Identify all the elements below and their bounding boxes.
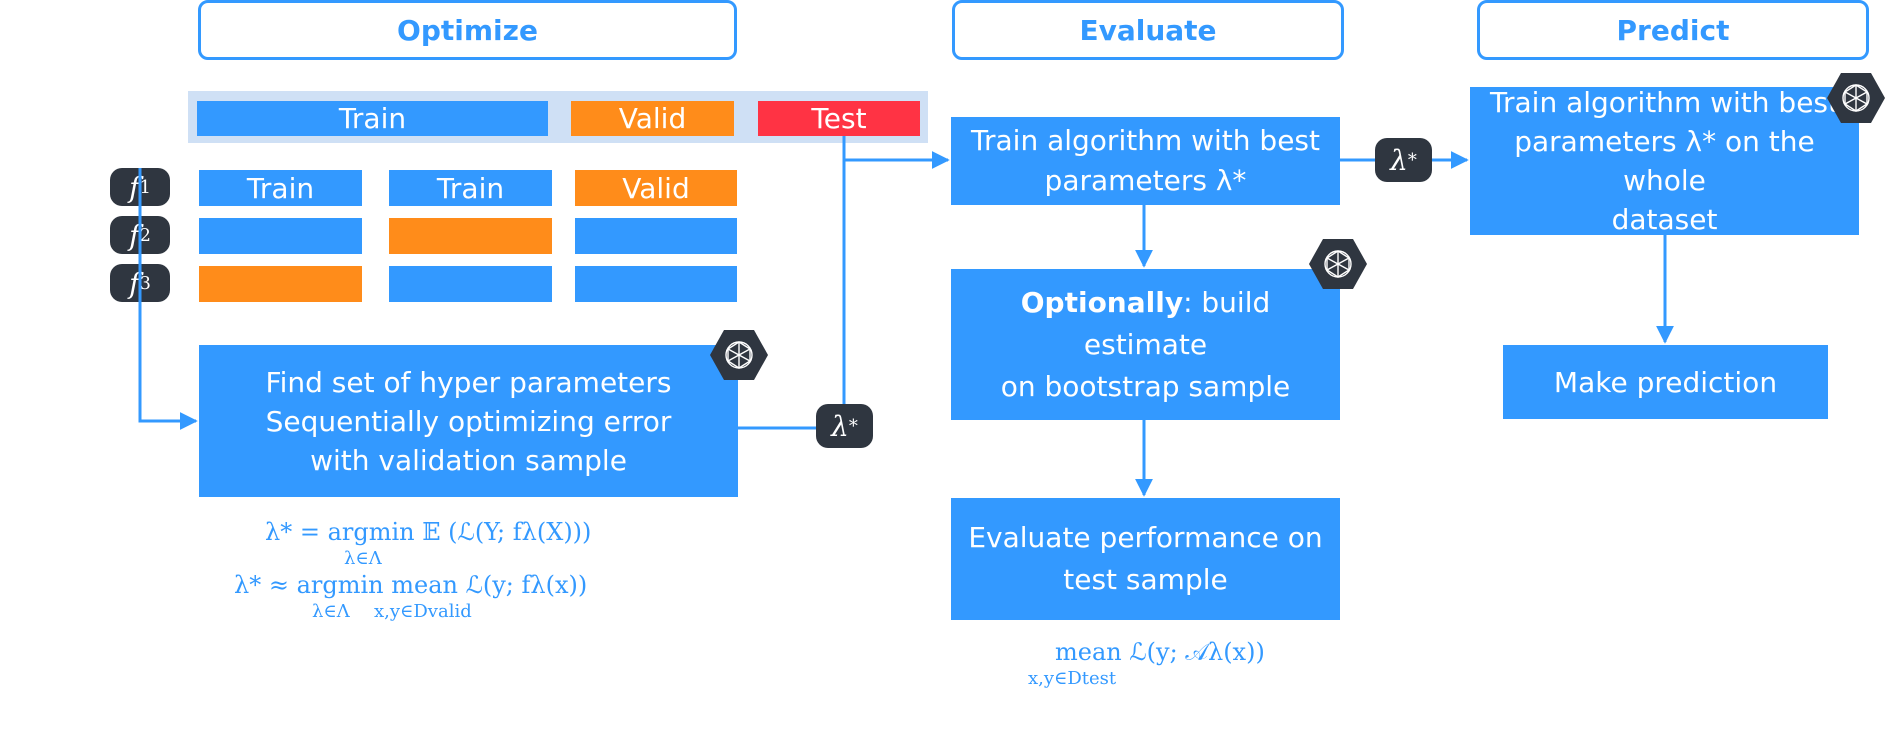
fold1-valid: Valid [575,170,737,206]
fold1-train-b: Train [389,170,552,206]
optimize-line-3: with validation sample [310,443,627,477]
make-prediction-box: Make prediction [1503,345,1828,419]
formula-argmin-mean-valid: λ* ≈ argmin mean ℒ(y; fλ(x)) [234,571,588,599]
lambda-to-evaluate [842,151,950,404]
formula-1-subscript: λ∈Λ [344,548,382,569]
neural-net-icon [1827,73,1885,123]
predict-header: Predict [1477,0,1869,60]
lambda-pill-evaluate: λ* [1375,138,1432,182]
fold2-block-a [199,218,362,254]
predict-train-line-3: dataset [1611,203,1718,236]
fold3-block-c [575,266,737,302]
evaluate-performance-box: Evaluate performance on test sample [951,498,1340,620]
formula-argmin-expectation: λ* = argmin 𝔼 (ℒ(Y; fλ(X))) [265,518,592,546]
fold1-train-a: Train [199,170,362,206]
optimize-line-2: Sequentially optimizing error [265,404,672,438]
formula-2-subscript-b: x,y∈Dvalid [374,601,472,622]
formula-mean-test: mean ℒ(y; 𝒜λ(x)) [1055,638,1265,666]
formula-3-subscript: x,y∈Dtest [1028,668,1117,689]
split-valid: Valid [571,101,734,136]
predict-train-line-1: Train algorithm with best [1490,86,1839,119]
fold2-block-b [389,218,552,254]
evaluate-optional-box: Optionally: build estimate on bootstrap … [951,269,1340,420]
optional-rest: : build estimate [1083,285,1271,361]
optimize-header: Optimize [198,0,737,60]
neural-net-icon [1309,239,1367,289]
fold3-block-b [389,266,552,302]
predict-train-line-2: parameters λ* on the whole [1514,125,1815,197]
fold3-block-a [199,266,362,302]
fold-connector [138,168,198,430]
evaluate-train-box: Train algorithm with best parameters λ* [951,117,1340,205]
evaluate-train-line-1: Train algorithm with best [971,124,1320,157]
evaluate-performance-line-1: Evaluate performance on [968,521,1323,554]
neural-net-icon [710,330,768,380]
evaluate-optional-line-2: on bootstrap sample [1000,369,1291,403]
evaluate-header: Evaluate [952,0,1344,60]
evaluate-performance-line-2: test sample [1063,563,1228,596]
split-test: Test [758,101,920,136]
evaluate-train-line-2: parameters λ* [1044,164,1247,197]
predict-train-box: Train algorithm with best parameters λ* … [1470,86,1859,236]
split-train: Train [197,101,548,136]
optimize-box: Find set of hyper parameters Sequentiall… [199,345,738,497]
fold2-block-c [575,218,737,254]
lambda-pill-optimize: λ* [816,404,873,448]
evaluate-optional-line-1: Optionally: build estimate [965,282,1326,366]
optimize-line-1: Find set of hyper parameters [265,365,672,399]
optionally-bold: Optionally [1020,285,1184,319]
formula-2-subscript-a: λ∈Λ [312,601,350,622]
